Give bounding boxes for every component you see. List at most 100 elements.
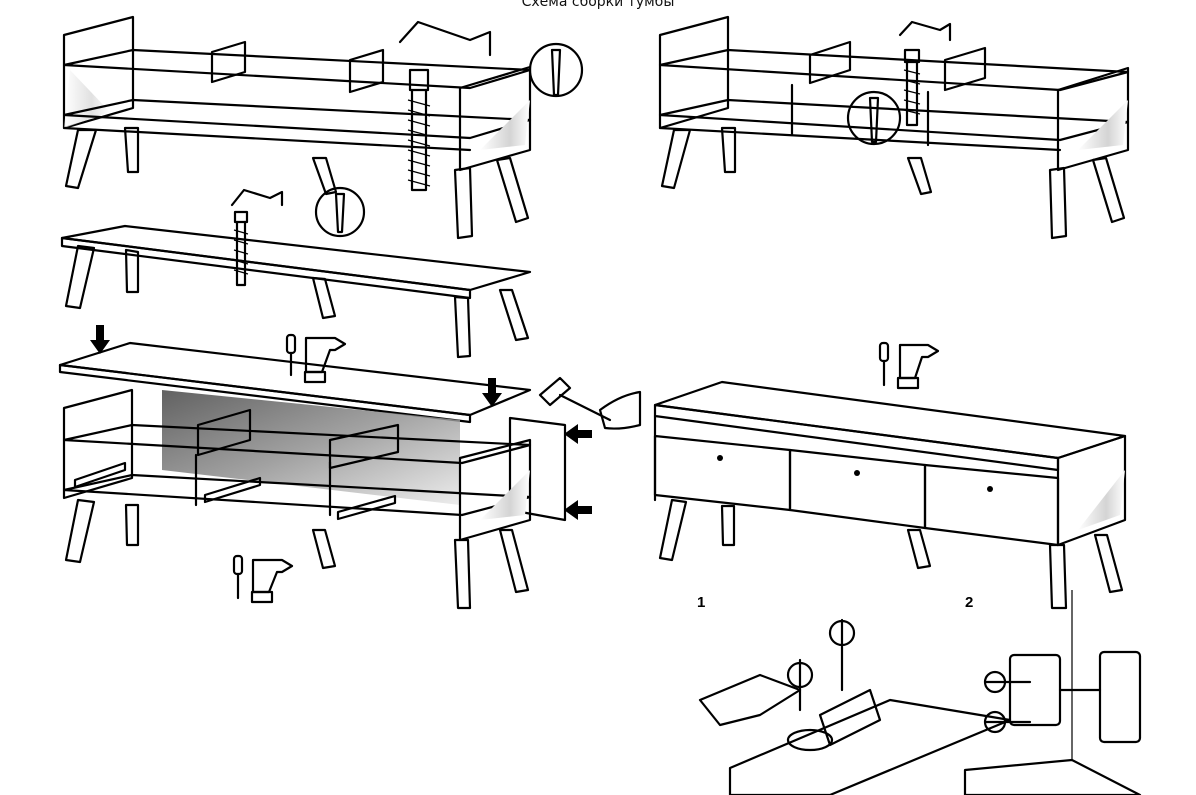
leg bbox=[453, 295, 472, 359]
detail-step-2-label: 2 bbox=[965, 594, 974, 611]
screwdriver-icon bbox=[230, 188, 284, 207]
drawer-knob bbox=[717, 455, 723, 461]
right-side-panel bbox=[458, 438, 532, 542]
leg bbox=[1048, 543, 1068, 610]
leg bbox=[498, 288, 530, 342]
step-frame-with-partitions bbox=[658, 15, 1130, 240]
leg bbox=[64, 128, 98, 190]
leg bbox=[498, 528, 530, 594]
top-panel-edge bbox=[58, 363, 472, 424]
leg bbox=[658, 498, 688, 562]
hammer-icon bbox=[538, 376, 642, 430]
hinge-cup bbox=[786, 728, 834, 752]
screwdriver-icon bbox=[398, 20, 492, 57]
drawer-rail bbox=[336, 494, 397, 521]
partition-left bbox=[210, 40, 247, 84]
hinge-plate bbox=[818, 688, 882, 747]
right-panel-shade bbox=[480, 100, 530, 150]
left-side-panel bbox=[62, 15, 135, 130]
screw-detail-bubble bbox=[314, 186, 366, 238]
bottom-edge bbox=[62, 126, 472, 152]
screw-icon bbox=[233, 210, 249, 287]
leg bbox=[906, 156, 933, 196]
right-side-panel bbox=[458, 65, 532, 172]
cabinet-floor bbox=[963, 758, 1142, 795]
partition-right bbox=[348, 48, 385, 94]
leg bbox=[906, 528, 932, 570]
drill-icon bbox=[303, 336, 347, 384]
left-side-panel bbox=[62, 388, 134, 500]
drawer-left bbox=[653, 434, 792, 512]
detail-hinge-mounting bbox=[698, 618, 1012, 795]
leg bbox=[720, 504, 736, 547]
arrow-icon bbox=[564, 500, 592, 520]
right-side-panel bbox=[1056, 66, 1130, 172]
step-base-with-legs bbox=[60, 186, 532, 359]
back-panel bbox=[162, 390, 460, 505]
screwdriver-icon bbox=[878, 341, 890, 387]
leg bbox=[453, 538, 472, 610]
screw-icon bbox=[407, 68, 431, 192]
leg bbox=[1093, 533, 1124, 594]
screw-icon bbox=[903, 48, 921, 127]
back-panel-edge bbox=[508, 416, 567, 522]
leg bbox=[311, 156, 338, 196]
detail-step-1-label: 1 bbox=[697, 594, 706, 611]
drawer-rail bbox=[203, 476, 262, 504]
screwdriver-icon bbox=[898, 20, 952, 42]
arrow-icon bbox=[564, 424, 592, 444]
arrow-icon bbox=[482, 378, 502, 407]
hinge-icon bbox=[1008, 653, 1062, 727]
drawer-knob bbox=[987, 486, 993, 492]
screw-detail-bubble bbox=[846, 90, 902, 146]
base-board-edge bbox=[60, 236, 472, 300]
leg bbox=[720, 126, 737, 174]
drill-icon bbox=[250, 558, 294, 604]
screw-icon bbox=[334, 192, 346, 234]
step-frame-with-shelf bbox=[62, 15, 584, 240]
step-finished-cabinet bbox=[653, 341, 1127, 610]
door-edge bbox=[728, 698, 1012, 795]
drawer-knob bbox=[854, 470, 860, 476]
right-panel-shade bbox=[1078, 470, 1125, 530]
leg bbox=[1048, 166, 1068, 240]
leg bbox=[311, 528, 337, 570]
drawer-right bbox=[923, 463, 1060, 547]
right-panel-shade bbox=[1078, 100, 1128, 150]
screw-icon bbox=[868, 96, 880, 144]
detail-hinge-adjustment bbox=[963, 590, 1142, 795]
leg bbox=[453, 166, 474, 240]
partition-right-top bbox=[328, 423, 400, 470]
partition-left-top bbox=[808, 40, 852, 85]
leg bbox=[495, 156, 530, 224]
screw-detail-bubble bbox=[528, 42, 584, 98]
upper-shelf bbox=[658, 48, 1130, 92]
leg bbox=[123, 126, 140, 174]
left-side-panel bbox=[658, 15, 730, 130]
drawer-middle bbox=[788, 448, 927, 530]
leg bbox=[660, 128, 692, 190]
leg bbox=[124, 503, 140, 547]
screw-icon bbox=[550, 48, 562, 97]
right-panel-shade bbox=[480, 470, 530, 520]
drill-icon bbox=[896, 343, 940, 390]
leg bbox=[311, 276, 337, 320]
screwdriver-icon bbox=[232, 554, 244, 600]
base-board bbox=[60, 224, 532, 292]
drawer-rail bbox=[73, 461, 127, 489]
leg bbox=[64, 498, 96, 564]
top-panel-edge bbox=[653, 403, 1060, 472]
leg bbox=[64, 244, 96, 310]
side-panel-shade bbox=[64, 70, 110, 128]
hinge-icon bbox=[698, 673, 802, 727]
partition-right-top bbox=[943, 46, 987, 92]
screwdriver-icon bbox=[285, 333, 297, 377]
arrow-icon bbox=[90, 325, 110, 354]
diagram-title: Схема сборки тумбы bbox=[521, 0, 675, 10]
leg bbox=[1091, 156, 1126, 224]
step-top-and-back-panel bbox=[58, 325, 642, 610]
partition-left-top bbox=[196, 408, 252, 457]
leg bbox=[124, 248, 140, 294]
